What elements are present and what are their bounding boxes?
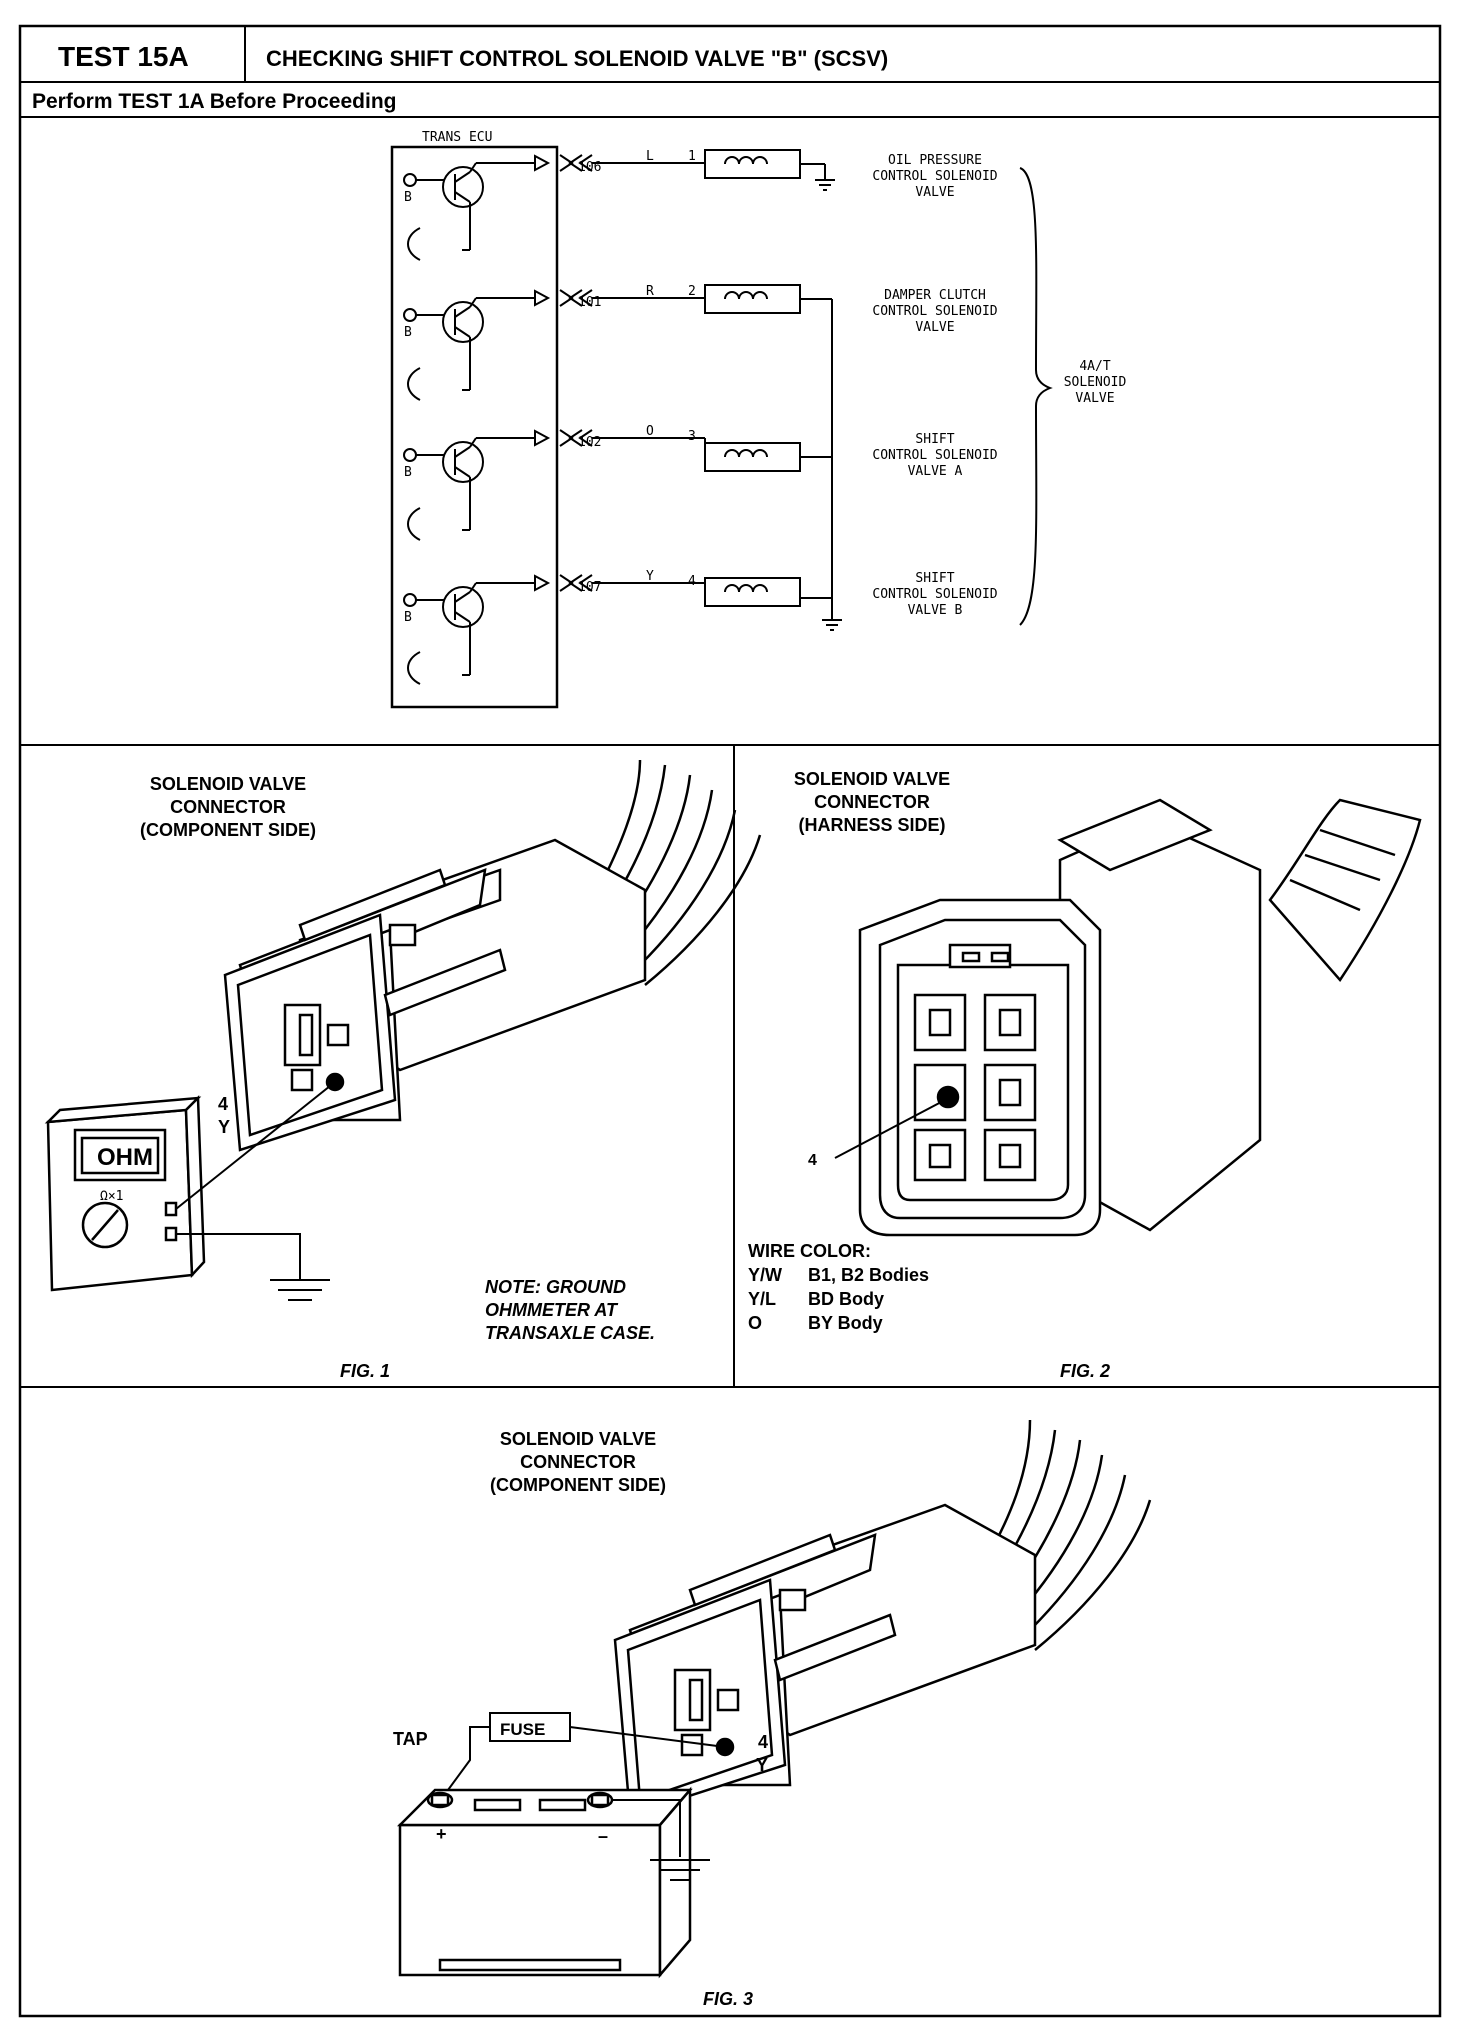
ground-note: TRANSAXLE CASE. bbox=[485, 1323, 655, 1343]
fig3-panel: SOLENOID VALVE CONNECTOR (COMPONENT SIDE… bbox=[393, 1419, 1152, 2009]
connector-harness-side bbox=[858, 798, 1422, 1237]
wire-color-body: BY Body bbox=[808, 1313, 883, 1333]
tap-label: TAP bbox=[393, 1729, 428, 1749]
pin-color: Y bbox=[756, 1755, 768, 1775]
ecu-schematic: TRANS ECU B 106 L 1 OIL PRESSURE CONTROL… bbox=[390, 130, 1127, 709]
fig2-panel: SOLENOID VALVE CONNECTOR (HARNESS SIDE) bbox=[748, 769, 1422, 1381]
connector-terminal: 3 bbox=[688, 429, 696, 444]
solenoid-label: SHIFT bbox=[915, 432, 954, 447]
b-terminal-label: B bbox=[404, 610, 412, 625]
b-terminal-label: B bbox=[404, 190, 412, 205]
schematic-row bbox=[403, 429, 832, 541]
pin-color: Y bbox=[218, 1117, 230, 1137]
fig3-title: CONNECTOR bbox=[520, 1452, 636, 1472]
pin-number: 4 bbox=[218, 1094, 228, 1114]
schematic-row bbox=[403, 284, 832, 401]
b-terminal-label: B bbox=[404, 465, 412, 480]
wire-color-code: O bbox=[748, 1313, 762, 1333]
group-label: 4A/T bbox=[1079, 359, 1110, 374]
group-brace bbox=[1019, 167, 1053, 626]
prerequisite-note: Perform TEST 1A Before Proceeding bbox=[32, 90, 396, 113]
ecu-pin-number: 106 bbox=[578, 160, 601, 175]
test-id: TEST 15A bbox=[58, 41, 189, 72]
solenoid-label: VALVE B bbox=[908, 603, 963, 618]
fig2-title: SOLENOID VALVE bbox=[794, 769, 950, 789]
connector-terminal: 1 bbox=[688, 149, 696, 164]
wire-color-code: Y/W bbox=[748, 1265, 782, 1285]
solenoid-label: VALVE A bbox=[908, 464, 963, 479]
fig2-title: CONNECTOR bbox=[814, 792, 930, 812]
solenoid-label: CONTROL SOLENOID bbox=[872, 448, 997, 463]
connector-component-side bbox=[223, 759, 762, 1152]
fig2-caption: FIG. 2 bbox=[1060, 1361, 1110, 1381]
solenoid-label: CONTROL SOLENOID bbox=[872, 169, 997, 184]
schematic-row bbox=[403, 149, 835, 261]
trans-ecu-label: TRANS ECU bbox=[422, 130, 492, 145]
connector-terminal: 2 bbox=[688, 284, 696, 299]
wire-color-body: BD Body bbox=[808, 1289, 884, 1309]
negative-terminal: – bbox=[598, 1826, 608, 1846]
fig1-title: SOLENOID VALVE bbox=[150, 774, 306, 794]
page-title: CHECKING SHIFT CONTROL SOLENOID VALVE "B… bbox=[266, 46, 888, 71]
fig1-title: (COMPONENT SIDE) bbox=[140, 820, 316, 840]
solenoid-label: CONTROL SOLENOID bbox=[872, 304, 997, 319]
meter-display: OHM bbox=[97, 1144, 153, 1171]
solenoid-label: SHIFT bbox=[915, 571, 954, 586]
meter-range: Ω×1 bbox=[100, 1189, 123, 1204]
solenoid-label: VALVE bbox=[915, 320, 954, 335]
ground-symbol bbox=[612, 1799, 710, 1881]
fig1-panel: SOLENOID VALVE CONNECTOR (COMPONENT SIDE… bbox=[44, 759, 762, 1381]
fig1-caption: FIG. 1 bbox=[340, 1361, 390, 1381]
solenoid-label: CONTROL SOLENOID bbox=[872, 587, 997, 602]
fig3-caption: FIG. 3 bbox=[703, 1989, 753, 2009]
page-frame bbox=[18, 24, 1442, 2018]
schematic-row bbox=[403, 299, 842, 685]
ecu-pin-number: 107 bbox=[578, 580, 601, 595]
trans-ecu-box bbox=[390, 145, 559, 709]
wire-color: Y bbox=[646, 569, 654, 584]
ground-note: NOTE: GROUND bbox=[485, 1277, 626, 1297]
solenoid-label: OIL PRESSURE bbox=[888, 153, 982, 168]
fig2-title: (HARNESS SIDE) bbox=[798, 815, 945, 835]
ohmmeter bbox=[44, 1095, 206, 1292]
solenoid-label: VALVE bbox=[915, 185, 954, 200]
pin-4-leader bbox=[834, 1099, 946, 1159]
solenoid-label: DAMPER CLUTCH bbox=[884, 288, 986, 303]
fuse-label: FUSE bbox=[500, 1720, 545, 1739]
battery bbox=[396, 1786, 693, 1979]
b-terminal-label: B bbox=[404, 325, 412, 340]
meter-leads bbox=[175, 1081, 336, 1301]
wire-color-body: B1, B2 Bodies bbox=[808, 1265, 929, 1285]
connector-terminal: 4 bbox=[688, 574, 696, 589]
positive-terminal: + bbox=[436, 1824, 447, 1844]
wire-color: L bbox=[646, 149, 654, 164]
fig3-title: (COMPONENT SIDE) bbox=[490, 1475, 666, 1495]
pin-number: 4 bbox=[808, 1152, 817, 1169]
ecu-pin-number: 101 bbox=[578, 295, 601, 310]
ecu-pin-number: 102 bbox=[578, 435, 601, 450]
wire-color-code: Y/L bbox=[748, 1289, 776, 1309]
wire-color-header: WIRE COLOR: bbox=[748, 1241, 871, 1261]
group-label: VALVE bbox=[1075, 391, 1114, 406]
connector-component-side bbox=[613, 1419, 1152, 1817]
wire-color: O bbox=[646, 424, 654, 439]
fig1-title: CONNECTOR bbox=[170, 797, 286, 817]
group-label: SOLENOID bbox=[1064, 375, 1127, 390]
fig3-title: SOLENOID VALVE bbox=[500, 1429, 656, 1449]
wire-color: R bbox=[646, 284, 654, 299]
fused-jumper bbox=[447, 1712, 726, 1791]
ground-note: OHMMETER AT bbox=[485, 1300, 619, 1320]
pin-number: 4 bbox=[758, 1732, 768, 1752]
